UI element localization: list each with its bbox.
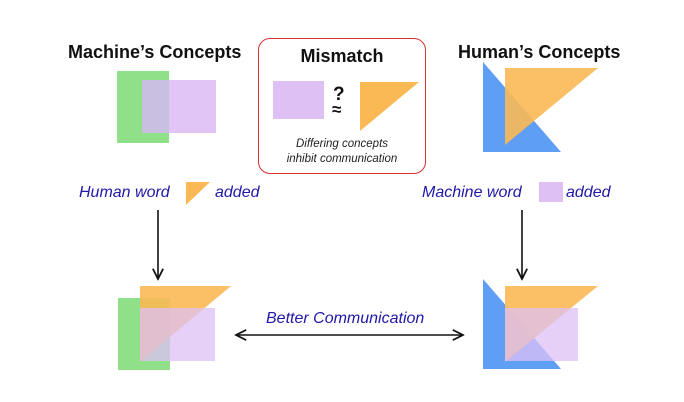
added-label-left: added xyxy=(215,184,260,201)
mismatch-box xyxy=(258,38,426,174)
question-mark: ? xyxy=(333,84,345,105)
mismatch-caption: Differing concepts inhibit communication xyxy=(258,137,426,167)
machine-concepts-title: Machine’s Concepts xyxy=(68,42,242,62)
machine-overlap xyxy=(142,80,169,133)
bottom-right-purple-square xyxy=(505,308,578,361)
mismatch-title: Mismatch xyxy=(300,46,384,66)
mismatch-caption-line2: inhibit communication xyxy=(286,153,398,165)
human-word-label: Human word xyxy=(79,184,170,201)
human-orange-triangle xyxy=(505,68,598,145)
mismatch-orange-triangle xyxy=(360,82,419,131)
machine-word-label: Machine word xyxy=(422,184,522,201)
mismatch-purple-square xyxy=(273,81,324,119)
mismatch-caption-line1: Differing concepts xyxy=(295,138,389,150)
approx-symbol: ≈ xyxy=(332,100,342,119)
better-communication-label: Better Communication xyxy=(266,310,425,327)
human-concepts-title: Human’s Concepts xyxy=(458,42,621,62)
human-word-triangle-icon xyxy=(186,182,210,205)
bottom-left-purple-square xyxy=(140,308,215,361)
added-label-right: added xyxy=(566,184,611,201)
machine-word-square-icon xyxy=(539,182,563,202)
